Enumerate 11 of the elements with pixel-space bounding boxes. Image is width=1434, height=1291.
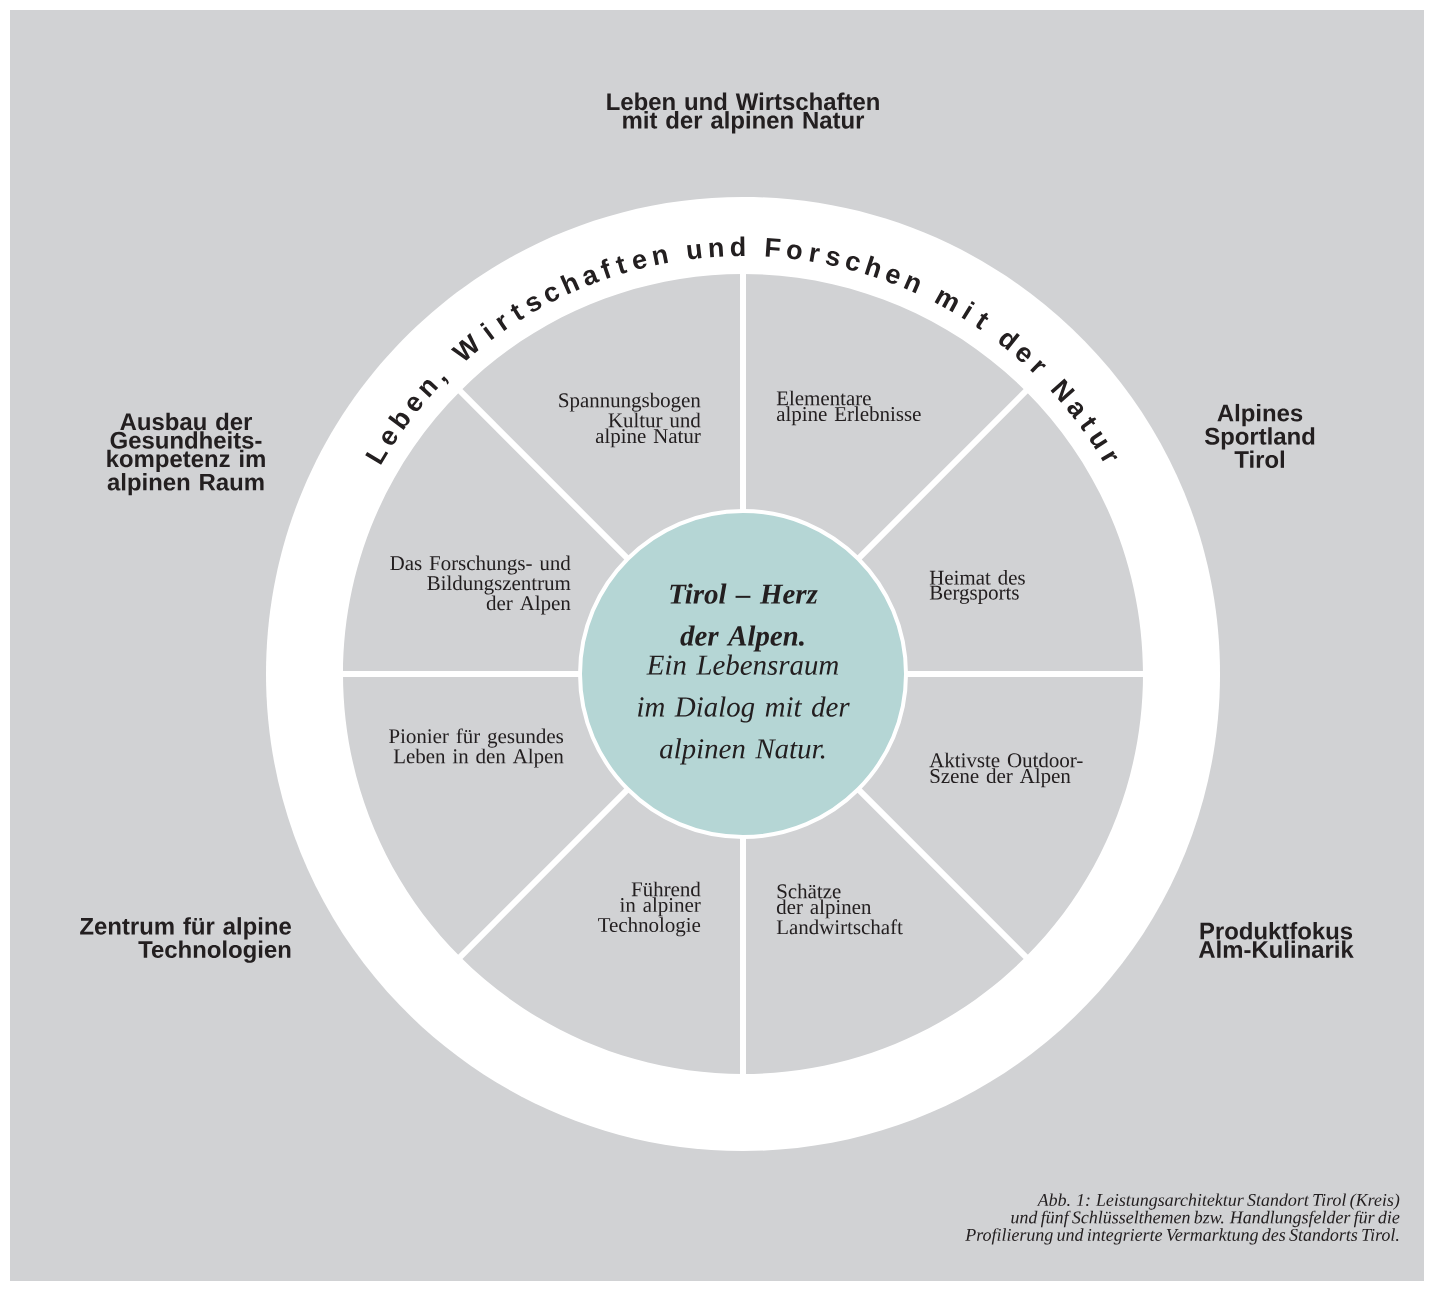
sector-text: Pionier für gesundes Leben in den Alpen xyxy=(389,728,564,768)
sector-text: Spannungsbogen Kultur und alpine Natur xyxy=(559,392,701,448)
sector-text: Das Forschungs- und Bildungszentrum der Alpen xyxy=(390,555,571,615)
sector-text: Elementare alpine Erlebnisse xyxy=(776,390,921,426)
theme-label: Leben und Wirtschaften mit der alpinen Natur xyxy=(607,92,879,134)
caption: Abb. 1: Leistungsarchitektur Standort Tirol (Kreis) und fünf Schlüsselthemen bzw. Handlungsfelder für die Profilierung und integrierte Vermarktung des Standorts Tirol. xyxy=(965,1193,1400,1245)
sector-text: Führend in alpiner Technologie xyxy=(598,881,701,937)
theme-label: Ausbau der Gesundheits-kompetenz im alpinen Raum xyxy=(107,412,265,496)
sector-text: Schätze der alpinen Landwirtschaft xyxy=(776,883,903,935)
sector-text: Aktivste Outdoor-Szene der Alpen xyxy=(929,752,1083,788)
sector-text: Heimat des Bergsports xyxy=(929,570,1025,604)
